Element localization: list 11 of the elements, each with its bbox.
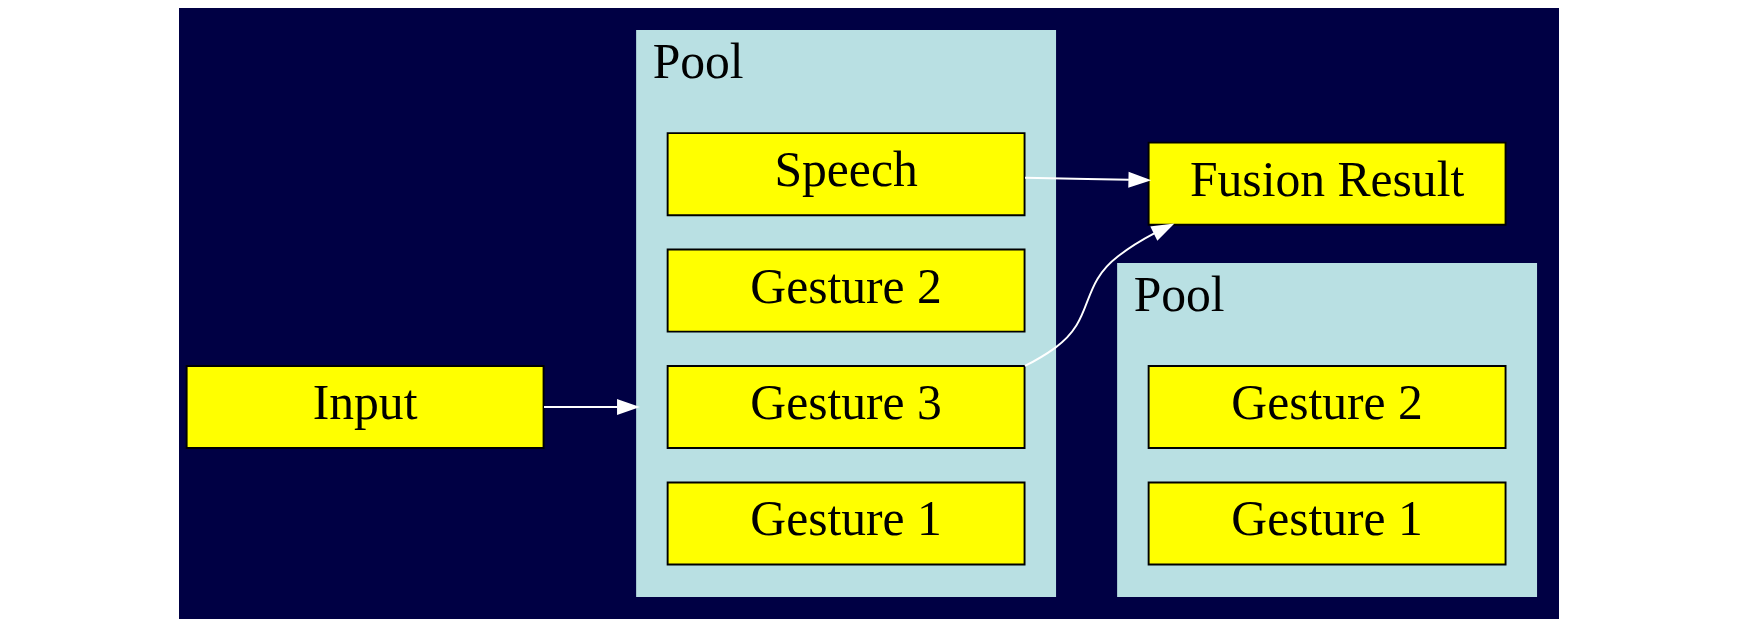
node-box: Gesture 3 bbox=[666, 365, 1025, 449]
arrow bbox=[1023, 171, 1151, 188]
node-box: Fusion Result bbox=[1147, 141, 1506, 226]
node-box: Gesture 1 bbox=[1147, 481, 1506, 566]
node-box: Gesture 1 bbox=[666, 481, 1025, 566]
arrow bbox=[1023, 223, 1174, 367]
node-box: Gesture 2 bbox=[1147, 365, 1506, 449]
node-box: Speech bbox=[666, 132, 1025, 217]
node-box: Input bbox=[185, 365, 544, 449]
node-box: Gesture 2 bbox=[666, 248, 1025, 333]
arrow bbox=[542, 399, 640, 416]
